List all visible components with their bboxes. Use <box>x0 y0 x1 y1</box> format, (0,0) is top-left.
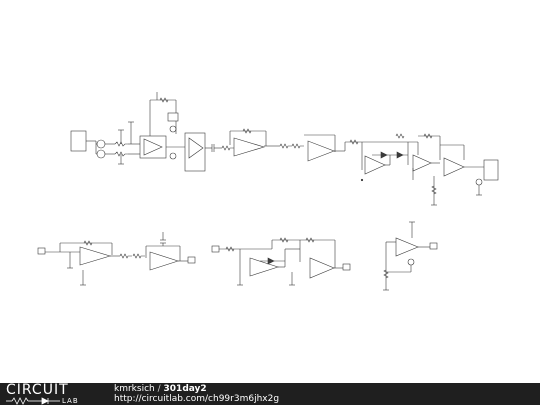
resistor-b1 <box>119 253 132 259</box>
resistor-9 <box>431 185 437 195</box>
ac-source-2 <box>96 149 106 159</box>
opamp-7 <box>443 157 465 177</box>
footer-bar: CIRCUIT LAB kmrksich / 301day2 http://ci… <box>0 383 540 405</box>
resistor-6 <box>349 139 359 145</box>
output-block <box>483 159 499 181</box>
opamp-m1 <box>249 257 279 277</box>
resistor-5 <box>291 143 304 149</box>
circuit-title[interactable]: 301day2 <box>163 384 207 394</box>
feedback-resistor-3 <box>242 128 252 134</box>
opamp-2 <box>188 137 204 159</box>
supply-3 <box>475 178 483 186</box>
ac-source-1 <box>96 139 106 149</box>
resistor-3 <box>221 145 234 151</box>
resistor-m1 <box>225 246 235 252</box>
input-port-2 <box>37 247 46 255</box>
circuit-url[interactable]: http://circuitlab.com/ch99r3m6jhx2g <box>114 394 280 404</box>
output-port-2 <box>187 256 196 264</box>
author-line: kmrksich / 301day2 <box>114 384 207 395</box>
schematic-drawing <box>37 92 499 291</box>
author-name[interactable]: kmrksich <box>114 384 155 394</box>
resistor-8 <box>423 133 433 139</box>
feedback-resistor-top <box>159 97 169 103</box>
bias-block <box>167 112 179 122</box>
schematic-canvas[interactable] <box>0 0 540 383</box>
feedback-resistor-m1 <box>279 237 289 243</box>
supply-r1 <box>407 258 415 266</box>
supply-2 <box>169 152 177 160</box>
output-port-4 <box>429 242 438 250</box>
inamp-symbol <box>143 138 163 156</box>
resistor-4 <box>279 143 292 149</box>
resistor-r1 <box>383 269 389 279</box>
opamp-4 <box>307 140 335 162</box>
input-port-3 <box>211 245 220 253</box>
opamp-b2 <box>149 251 179 271</box>
output-port-3 <box>342 263 351 271</box>
resistor-in-2 <box>114 151 128 157</box>
input-source-box <box>70 130 87 152</box>
path-separator: / <box>157 384 161 394</box>
resistor-in-1 <box>114 141 128 147</box>
feedback-resistor-b1 <box>83 240 93 246</box>
resistor-diode-logo-icon <box>6 397 60 405</box>
opamp-r1 <box>395 237 419 257</box>
opamp-3 <box>233 137 266 157</box>
resistor-b2 <box>132 253 145 259</box>
opamp-m2 <box>309 257 335 279</box>
resistor-7 <box>395 133 405 139</box>
opamp-6 <box>412 154 432 172</box>
opamp-5 <box>364 155 386 175</box>
opamp-b1 <box>79 246 112 266</box>
circuitlab-logo-text[interactable]: CIRCUIT <box>6 382 69 398</box>
supply-1 <box>169 125 177 133</box>
circuitlab-logo-lab: LAB <box>62 397 79 405</box>
circuitlab-logo-lab-row: LAB <box>6 397 92 405</box>
